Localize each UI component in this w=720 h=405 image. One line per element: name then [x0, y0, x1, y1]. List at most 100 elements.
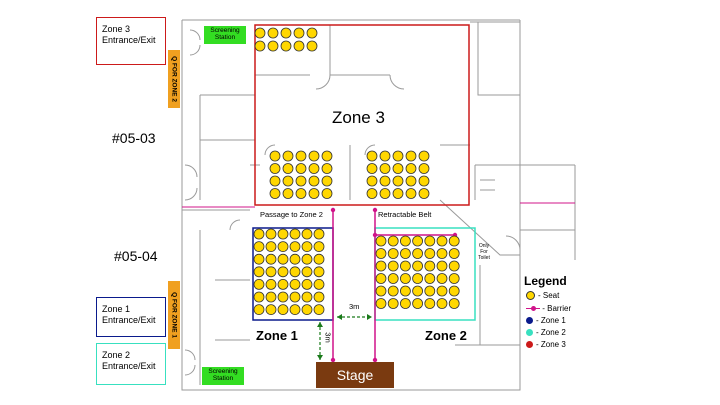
- building-walls: [181, 19, 576, 391]
- seat: [387, 248, 399, 259]
- seat: [313, 304, 325, 316]
- seat: [308, 150, 320, 162]
- seat: [265, 278, 277, 290]
- seat: [321, 188, 333, 199]
- seat: [366, 163, 378, 174]
- zone3-title: Zone 3: [332, 108, 385, 127]
- seat: [412, 248, 424, 259]
- seat: [277, 266, 289, 278]
- zone2-entrance-label: Zone 2 Entrance/Exit: [96, 343, 166, 385]
- seat: [301, 291, 313, 303]
- seat: [282, 175, 294, 187]
- seat: [436, 248, 448, 259]
- seat: [387, 285, 399, 297]
- seat: [424, 273, 436, 284]
- seat: [269, 175, 281, 187]
- zone3-entrance-label: Zone 3 Entrance/Exit: [96, 17, 166, 65]
- seat: [289, 304, 301, 316]
- seat: [436, 285, 448, 297]
- seat: [277, 278, 289, 290]
- queue-zone1-tag: Q FOR ZONE 1: [168, 281, 180, 349]
- legend-seat-label: - Seat: [538, 291, 560, 300]
- stage: Stage: [316, 362, 394, 388]
- distance-horizontal-label: 3m: [349, 302, 360, 311]
- seat: [306, 40, 318, 52]
- seat: [265, 266, 277, 278]
- queue-zone1-text: Q FOR ZONE 1: [170, 292, 178, 338]
- seat: [399, 273, 411, 284]
- screening-station-bottom: Screening Station: [202, 367, 244, 385]
- zone1-entrance-label: Zone 1 Entrance/Exit: [96, 297, 166, 337]
- seat: [379, 175, 391, 187]
- seat: [321, 150, 333, 162]
- legend-zone2-label: - Zone 2: [536, 328, 566, 337]
- seat: [295, 150, 307, 162]
- seat: [265, 241, 277, 253]
- seat: [253, 291, 265, 303]
- seat: [412, 235, 424, 247]
- seat: [277, 253, 289, 265]
- seat: [253, 266, 265, 278]
- seat: [387, 298, 399, 309]
- seat: [277, 228, 289, 240]
- seat: [254, 40, 266, 52]
- zone2-title: Zone 2: [425, 328, 467, 343]
- seat: [301, 241, 313, 253]
- seat: [387, 235, 399, 247]
- seat: [412, 298, 424, 309]
- seat: [289, 291, 301, 303]
- legend-seat: - Seat: [526, 291, 560, 301]
- seat: [448, 298, 460, 309]
- legend-zone3-label: - Zone 3: [536, 340, 566, 349]
- seat: [424, 260, 436, 272]
- seat: [436, 235, 448, 247]
- seat: [366, 188, 378, 199]
- seat: [448, 273, 460, 284]
- seat: [277, 291, 289, 303]
- seat: [267, 40, 279, 52]
- seat: [313, 291, 325, 303]
- distance-markers: [319, 316, 372, 360]
- seat: [375, 273, 387, 284]
- seat: [399, 260, 411, 272]
- seat: [412, 273, 424, 284]
- belt-label: Retractable Belt: [378, 210, 432, 219]
- seat: [424, 298, 436, 309]
- seat: [405, 188, 417, 199]
- queue-zone2-tag: Q FOR ZONE 2: [168, 50, 180, 108]
- seat-layer: [253, 27, 460, 316]
- seat: [277, 304, 289, 316]
- seat: [269, 150, 281, 162]
- seat: [387, 260, 399, 272]
- seat: [418, 163, 430, 174]
- seat: [265, 228, 277, 240]
- zone1-dot-icon: [526, 317, 533, 325]
- legend-zone3: - Zone 3: [526, 340, 566, 349]
- passage-label: Passage to Zone 2: [260, 210, 323, 219]
- seat: [253, 253, 265, 265]
- seat: [265, 291, 277, 303]
- seat: [399, 285, 411, 297]
- seat: [375, 260, 387, 272]
- seat: [448, 285, 460, 297]
- seat: [289, 278, 301, 290]
- seat: [392, 175, 404, 187]
- seat: [392, 163, 404, 174]
- distance-vertical-label: 3m: [323, 332, 333, 343]
- seat: [306, 27, 318, 39]
- seat: [313, 278, 325, 290]
- seat: [436, 273, 448, 284]
- seat: [399, 298, 411, 309]
- seat: [424, 248, 436, 259]
- seat: [399, 248, 411, 259]
- seat: [392, 188, 404, 199]
- seat: [289, 228, 301, 240]
- seat: [418, 150, 430, 162]
- seat: [379, 150, 391, 162]
- legend-barrier: - Barrier: [526, 304, 571, 313]
- seat: [301, 278, 313, 290]
- zone3-boundary: [254, 24, 470, 206]
- seat: [253, 241, 265, 253]
- seat: [412, 285, 424, 297]
- seat: [295, 163, 307, 174]
